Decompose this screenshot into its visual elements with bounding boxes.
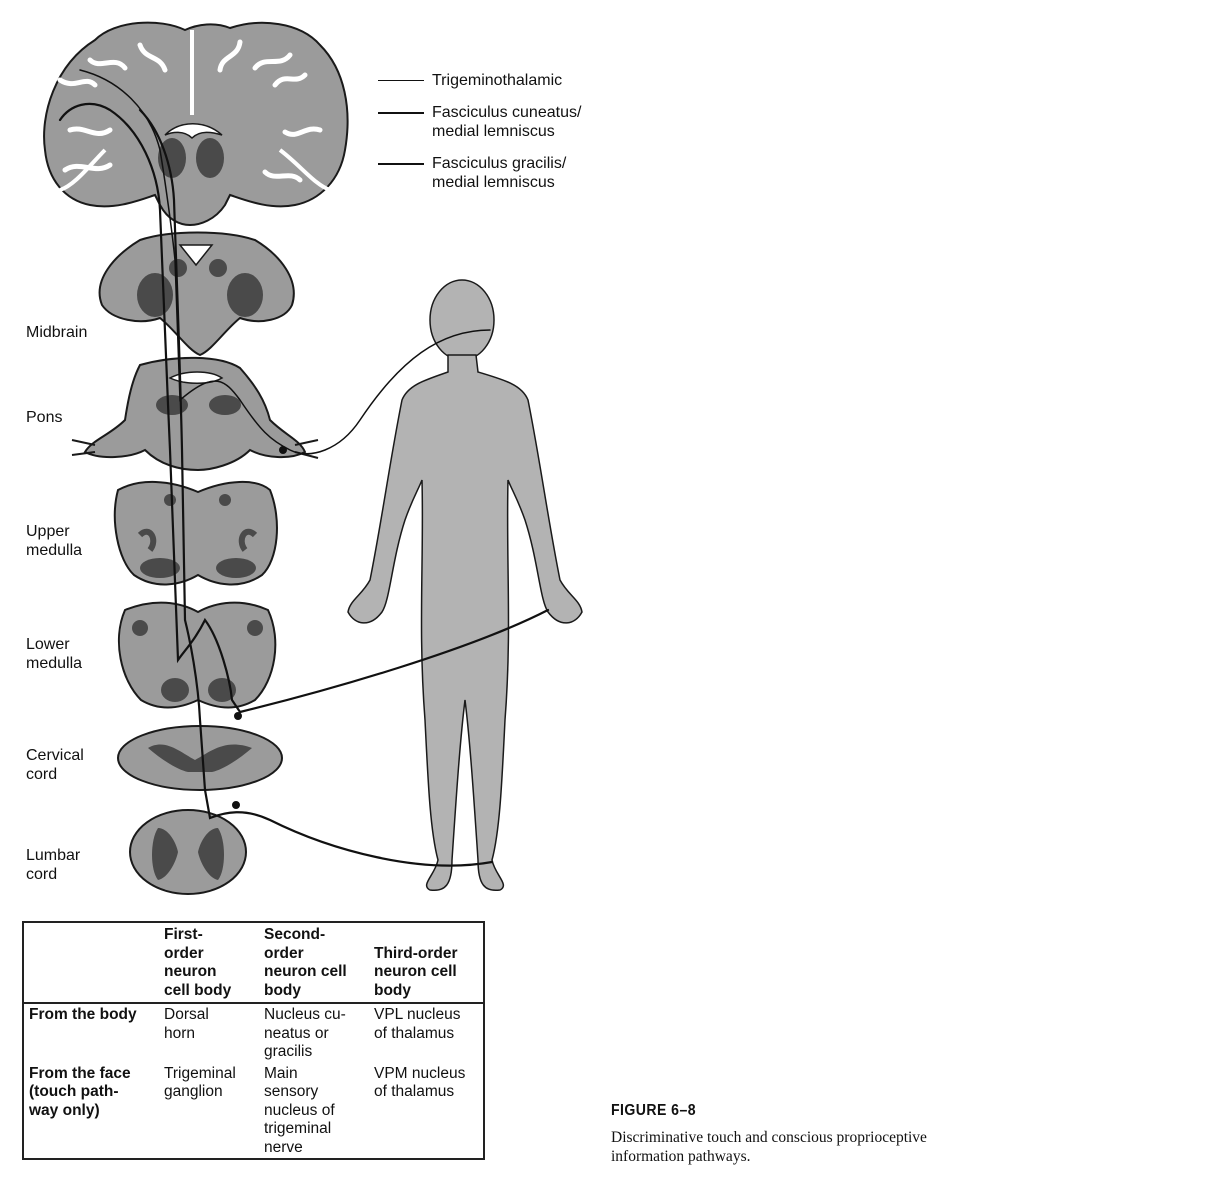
pons-section <box>71 356 319 472</box>
level-label-lower-medulla: Lower medulla <box>26 636 83 672</box>
level-label-midbrain: Midbrain <box>26 324 88 341</box>
lumbar-cord-section <box>129 809 247 895</box>
cuneatus-pathway-line <box>58 102 550 714</box>
table-header-third-order: Third-order neuron cell body <box>369 922 484 1004</box>
lateral-sulcus <box>59 148 331 192</box>
trigeminal-pathway-line <box>79 69 491 455</box>
figure-caption: Discriminative touch and conscious propr… <box>611 1129 927 1165</box>
table-cell: VPM nucleus of thalamus <box>374 1064 466 1101</box>
ventricles <box>164 123 223 140</box>
lower-medulla-section <box>118 601 277 709</box>
table-cell: VPL nucleus of thalamus <box>374 1006 461 1042</box>
table-header-row: First- order neuron cell body Second- or… <box>23 922 484 1004</box>
table-row: From the face (touch path- way only) Tri… <box>23 1063 484 1160</box>
level-label-lumbar-cord: Lumbar cord <box>26 847 81 883</box>
table-cell: From the face (touch path- way only) <box>29 1064 131 1119</box>
legend-label-trigeminothalamic: Trigeminothalamic <box>432 72 563 89</box>
legend-swatch-gracilis <box>378 163 424 165</box>
human-body <box>347 279 583 892</box>
figure-label: FIGURE 6–8 <box>611 1102 697 1119</box>
legend-swatch-trigeminothalamic <box>378 80 424 81</box>
table-cell: Nucleus cu- neatus or gracilis <box>264 1006 346 1060</box>
table-header-first-order: First- order neuron cell body <box>159 922 259 1004</box>
cervical-cord-section <box>117 725 283 791</box>
table-cell: From the body <box>29 1006 137 1023</box>
pathway-lines <box>58 69 550 867</box>
brain-coronal-section <box>43 21 349 227</box>
level-label-pons: Pons <box>26 409 63 426</box>
table-cell: Main sensory nucleus of trigeminal nerve <box>264 1064 335 1156</box>
midbrain-section <box>98 231 295 357</box>
legend-swatch-cuneatus <box>378 112 424 114</box>
table-cell: Trigeminal ganglion <box>164 1064 236 1101</box>
legend-label-gracilis: Fasciculus gracilis/ medial lemniscus <box>432 155 567 191</box>
legend-label-cuneatus: Fasciculus cuneatus/ medial lemniscus <box>432 104 582 140</box>
table-header-second-order: Second- order neuron cell body <box>259 922 369 1004</box>
gracilis-pathway-line <box>138 108 494 867</box>
upper-medulla-section <box>113 480 278 586</box>
table-cell: Dorsal horn <box>164 1006 209 1042</box>
table-header-blank <box>23 922 159 1004</box>
neuron-cell-body-table: First- order neuron cell body Second- or… <box>22 921 485 1160</box>
table-row: From the body Dorsal horn Nucleus cu- ne… <box>23 1003 484 1063</box>
level-label-upper-medulla: Upper medulla <box>26 523 83 559</box>
thalamus-right <box>196 138 224 178</box>
level-label-cervical-cord: Cervical cord <box>26 747 84 783</box>
thalamus-left <box>158 138 186 178</box>
